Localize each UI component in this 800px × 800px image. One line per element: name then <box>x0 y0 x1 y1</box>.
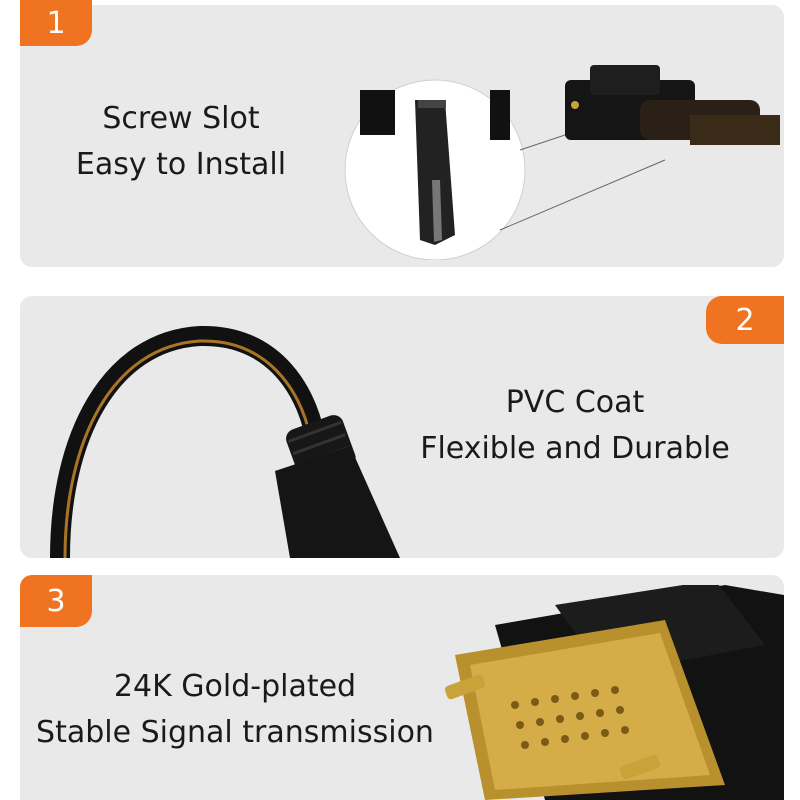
caption-title: Screw Slot <box>102 101 260 136</box>
feature-number-badge: 3 <box>20 575 92 627</box>
cable-icon <box>50 325 400 558</box>
feature-number-badge: 2 <box>706 296 784 344</box>
caption-subtitle: Easy to Install <box>75 147 287 182</box>
feature-number-badge: 1 <box>20 0 92 46</box>
feature-caption-2: PVC Coat Flexible and Durable <box>410 380 740 472</box>
caption-title: PVC Coat <box>505 385 645 420</box>
feature-panel-2 <box>20 296 784 558</box>
feature-panel-3 <box>20 575 784 800</box>
feature-caption-3: 24K Gold-plated Stable Signal transmissi… <box>28 664 442 756</box>
caption-subtitle: Stable Signal transmission <box>36 715 434 750</box>
feature-panel-1 <box>20 5 784 267</box>
badge-number: 1 <box>46 5 66 41</box>
badge-number: 2 <box>735 302 755 338</box>
gold-pins-icon <box>444 585 784 800</box>
feature-caption-1: Screw Slot Easy to Install <box>56 96 306 188</box>
caption-subtitle: Flexible and Durable <box>420 431 730 466</box>
caption-title: 24K Gold-plated <box>113 669 357 704</box>
screw-slot-zoom-icon <box>344 65 780 260</box>
badge-number: 3 <box>46 583 66 619</box>
